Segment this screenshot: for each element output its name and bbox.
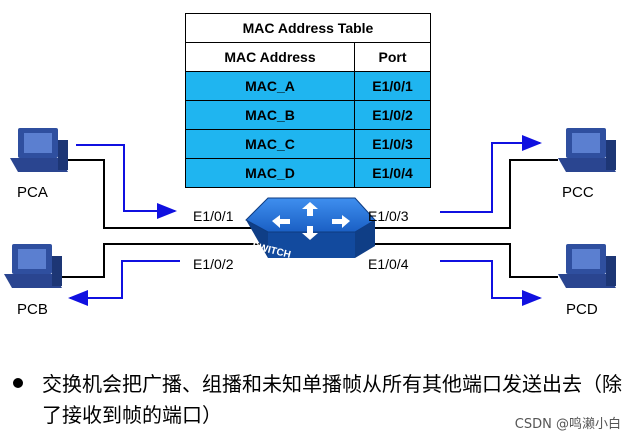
table-row: MAC_B E1/0/2 xyxy=(184,100,431,130)
host-label-pcc: PCC xyxy=(562,184,594,201)
port-label-e1-0-3: E1/0/3 xyxy=(368,208,409,224)
pc-icon-a xyxy=(10,128,68,172)
switch-icon: SWITCH xyxy=(245,197,376,261)
cable-pcb xyxy=(62,243,268,278)
host-label-pcb: PCB xyxy=(17,301,48,318)
table-row: MAC_A E1/0/1 xyxy=(184,71,431,101)
mac-cell: MAC_B xyxy=(184,100,356,130)
bullet-dot-icon xyxy=(13,378,23,388)
arrow-out-pcb xyxy=(68,260,180,306)
pc-icon-b xyxy=(4,244,62,288)
pc-icon-c xyxy=(558,128,616,172)
port-cell: E1/0/4 xyxy=(354,158,431,188)
cables xyxy=(62,159,558,278)
pc-icon-d xyxy=(558,244,616,288)
flow-arrows xyxy=(68,135,542,306)
cable-pca xyxy=(68,159,268,229)
host-label-pcd: PCD xyxy=(566,301,598,318)
port-cell: E1/0/3 xyxy=(354,129,431,159)
bullet-text: 交换机会把广播、组播和未知单播帧从所有其他端口发送出去（除了接收到帧的端口） xyxy=(42,372,622,427)
watermark: CSDN @鸣濑小白 xyxy=(514,417,621,432)
table-title: MAC Address Table xyxy=(185,13,431,43)
port-label-e1-0-4: E1/0/4 xyxy=(368,256,409,272)
col-header-port: Port xyxy=(354,42,431,72)
cable-pcc xyxy=(355,159,558,229)
port-label-e1-0-1: E1/0/1 xyxy=(193,208,234,224)
mac-cell: MAC_D xyxy=(184,158,356,188)
arrow-in-pca xyxy=(76,144,177,219)
port-label-e1-0-2: E1/0/2 xyxy=(193,256,234,272)
mac-cell: MAC_A xyxy=(184,71,356,101)
arrow-out-pcc xyxy=(440,135,542,213)
mac-cell: MAC_C xyxy=(184,129,356,159)
host-label-pca: PCA xyxy=(17,184,48,201)
port-cell: E1/0/1 xyxy=(354,71,431,101)
arrow-out-pcd xyxy=(440,260,542,306)
cable-pcd xyxy=(355,243,558,278)
table-row: MAC_C E1/0/3 xyxy=(184,129,431,159)
port-cell: E1/0/2 xyxy=(354,100,431,130)
table-row: MAC_D E1/0/4 xyxy=(184,158,431,188)
mac-address-table: MAC Address Table MAC Address Port MAC_A… xyxy=(184,13,431,188)
col-header-mac: MAC Address xyxy=(184,42,356,72)
